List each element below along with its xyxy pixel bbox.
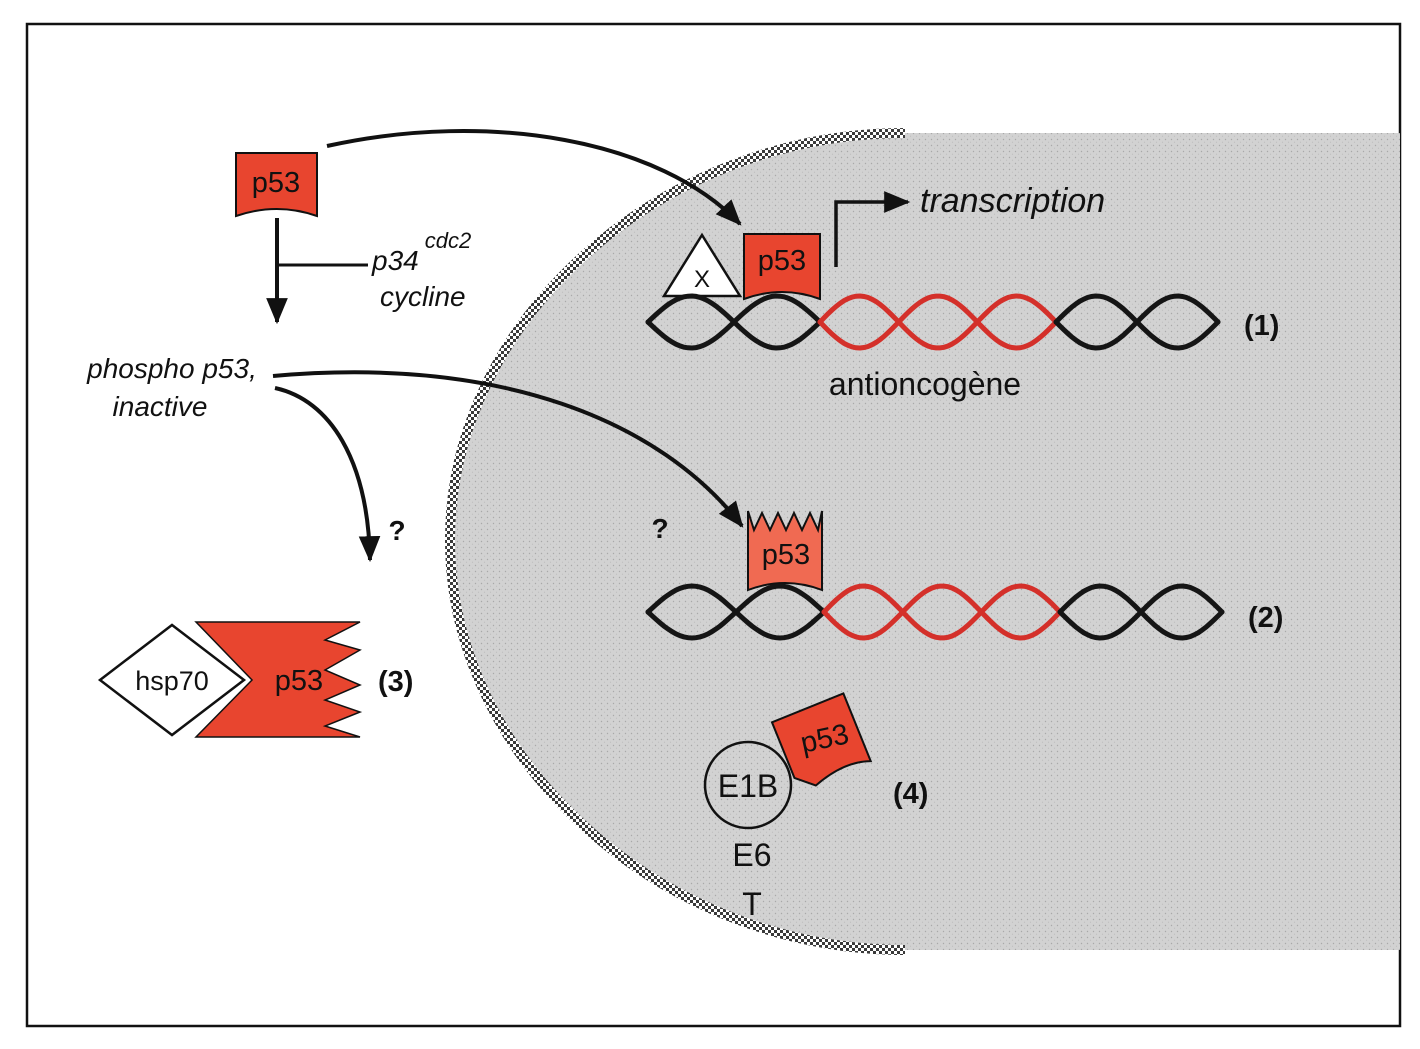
- dna-strand-antioncogene: [821, 583, 1063, 641]
- e6-label: E6: [732, 837, 771, 873]
- dna-strand-antioncogene: [817, 293, 1059, 351]
- t-antigen-label: T: [742, 886, 762, 922]
- e1b-label: E1B: [718, 768, 778, 804]
- dna-strand: [645, 583, 827, 641]
- transcription-arrow: [834, 191, 911, 267]
- p53-label-dna-bound: p53: [758, 245, 806, 277]
- nuclear-membrane: [444, 128, 906, 955]
- p53-cytoplasmic: p53: [235, 152, 318, 218]
- p53-box-dna-bound: [743, 233, 821, 301]
- phospho-p53-label-line1: phospho p53,: [86, 353, 257, 384]
- transcription-label: transcription: [920, 182, 1105, 220]
- p53-label-mutant: p53: [762, 539, 810, 571]
- antioncogene-label: antioncogène: [829, 366, 1021, 402]
- kinase-cyclin-label: cycline: [380, 281, 466, 312]
- dna-strand: [1057, 583, 1225, 641]
- pathway-label-2: (2): [1248, 602, 1283, 634]
- dna-helix-2: [645, 583, 1225, 641]
- kinase-p34-label: p34cdc2: [371, 228, 471, 276]
- pathway-label-3: (3): [378, 666, 413, 698]
- p53-label-cytoplasm: p53: [252, 167, 300, 199]
- arrow-to-hsp70-complex: [274, 386, 381, 563]
- pathway-label-1: (1): [1244, 310, 1279, 342]
- p53-mutant-chevron: [194, 621, 363, 738]
- phospho-p53-label-line2: inactive: [113, 391, 208, 422]
- hsp70-label: hsp70: [135, 666, 209, 696]
- p53-box-cytoplasm: [235, 152, 318, 218]
- pathway-3-hsp70-complex: hsp70 p53 (3): [97, 621, 413, 738]
- dna-helix-1: [645, 293, 1221, 351]
- arrow-to-mutant-p53: [272, 370, 744, 528]
- dna-strand-antioncogene: [821, 583, 1063, 641]
- factor-x-label: X: [694, 266, 710, 293]
- p53-label-hsp70-complex: p53: [275, 665, 323, 697]
- dna-strand: [1053, 293, 1221, 351]
- pathway-4-viral-complex: E1B p53 E6 T (4): [703, 692, 928, 922]
- dna-strand: [645, 293, 823, 351]
- p53-mutant-box: [747, 510, 823, 592]
- arrow-to-dna-binding: [326, 129, 742, 226]
- pathway-1-dna-binding: X p53 transcription antioncogène (1): [645, 182, 1279, 402]
- hsp70-diamond: [97, 623, 247, 737]
- dna-strand-antioncogene: [817, 293, 1059, 351]
- nucleus-region: [450, 133, 1400, 950]
- p53-box-viral-bound: [770, 692, 873, 787]
- pathway-label-4: (4): [893, 778, 928, 810]
- pathway-2-mutant-p53: p53 (2): [645, 510, 1283, 641]
- question-mark-hsp70: ?: [388, 515, 405, 546]
- e1b-circle: [703, 740, 793, 830]
- kinase-cdc2-label: cdc2: [425, 228, 471, 253]
- question-mark-mutant: ?: [651, 513, 668, 544]
